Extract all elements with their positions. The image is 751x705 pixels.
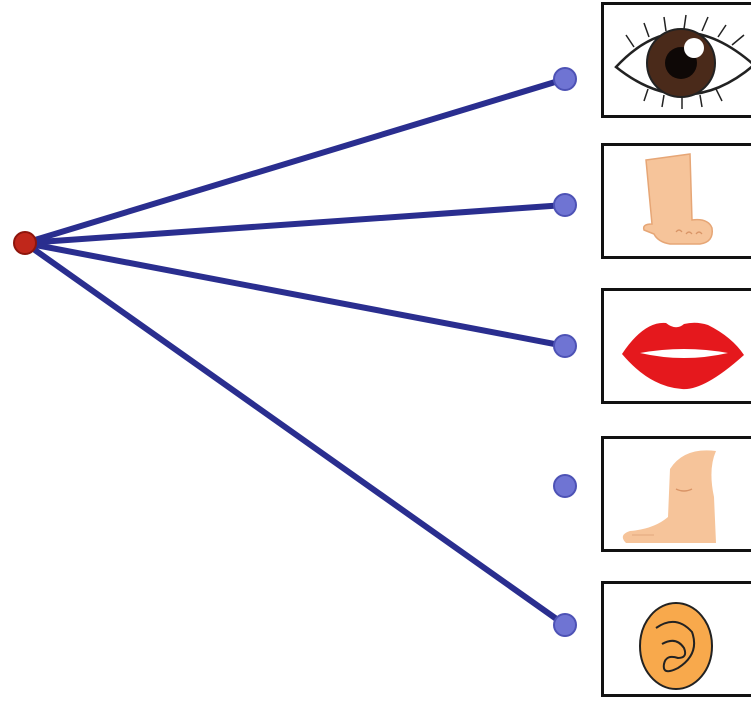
connection-line-hand: [22, 202, 568, 246]
target-dot-eye[interactable]: [553, 67, 577, 91]
lips-icon: [622, 322, 744, 390]
target-dot-hand[interactable]: [553, 193, 577, 217]
card-ear[interactable]: [601, 581, 751, 697]
source-dot[interactable]: [13, 231, 37, 255]
connection-line-mouth: [22, 240, 568, 349]
card-hand[interactable]: [601, 143, 751, 259]
hand-icon: [642, 153, 713, 245]
foot-icon: [622, 450, 716, 543]
connection-line-ear: [22, 240, 568, 628]
card-mouth[interactable]: [601, 288, 751, 404]
connection-line-eye: [22, 76, 568, 246]
card-eye[interactable]: [601, 2, 751, 118]
target-dot-mouth[interactable]: [553, 334, 577, 358]
ear-icon: [639, 602, 713, 690]
eye-icon: [614, 14, 751, 109]
target-dot-ear[interactable]: [553, 613, 577, 637]
target-dot-foot[interactable]: [553, 474, 577, 498]
card-foot[interactable]: [601, 436, 751, 552]
